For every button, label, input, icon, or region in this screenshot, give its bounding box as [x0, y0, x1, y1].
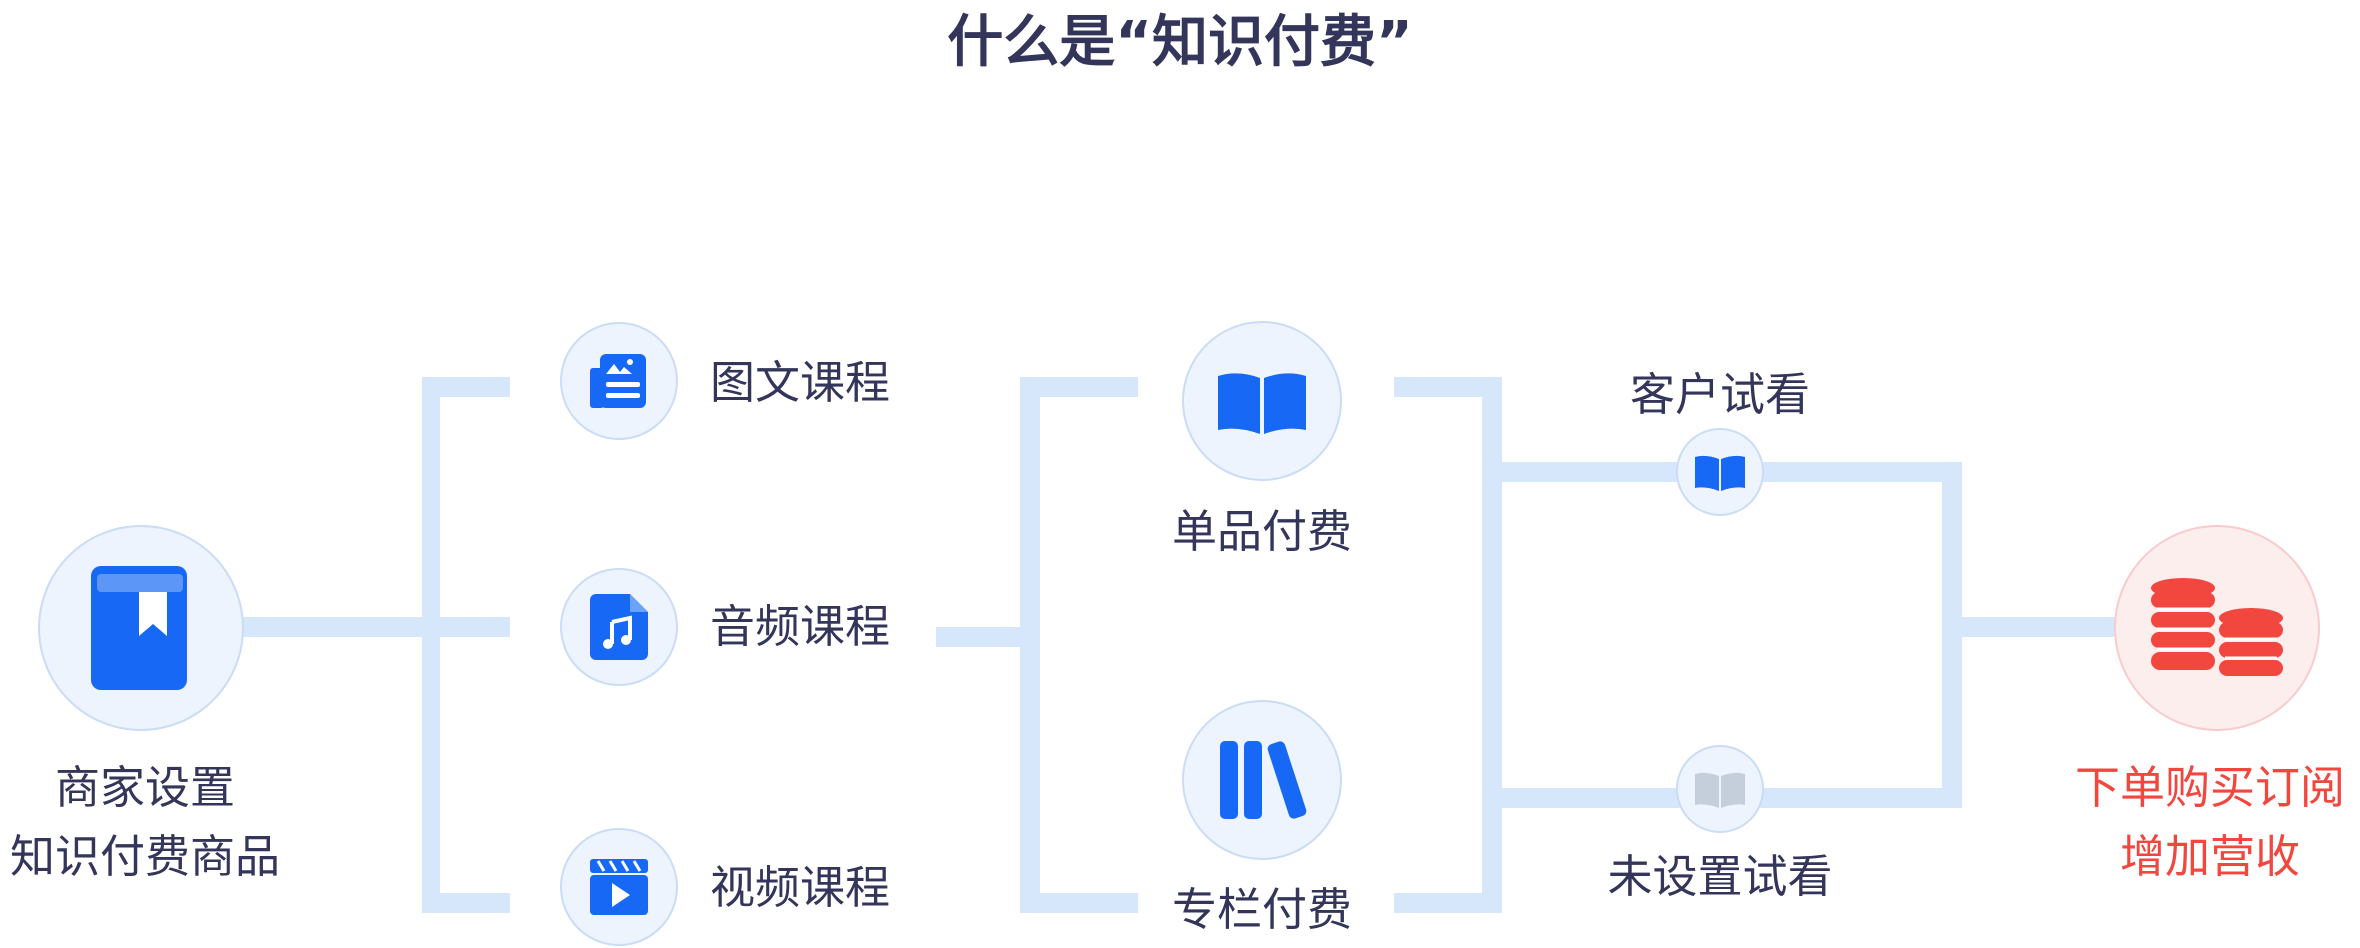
- course-node-audio: [560, 568, 678, 686]
- merchant-node: [38, 525, 244, 731]
- payment-node-column: [1182, 700, 1342, 860]
- merchant-line2: 知识付费商品: [9, 830, 280, 883]
- result-line1: 下单购买订阅: [2074, 761, 2345, 814]
- diagram-title: 什么是“知识付费”: [947, 10, 1413, 75]
- coins-stack-icon: [2151, 578, 2283, 676]
- merchant-line1: 商家设置: [54, 761, 235, 814]
- result-node: [2114, 525, 2320, 731]
- connector: [422, 893, 510, 913]
- result-line2: 增加营收: [2119, 830, 2300, 883]
- image-text-icon: [590, 354, 646, 408]
- connector: [1020, 377, 1138, 397]
- connector: [1482, 377, 1502, 913]
- video-play-icon: [590, 859, 648, 915]
- connector: [1394, 893, 1492, 913]
- course-node-video: [560, 828, 678, 946]
- course-node-image-text: [560, 322, 678, 440]
- book-bookmark-icon: [91, 566, 187, 690]
- course-label-video: 视频课程: [710, 861, 891, 914]
- open-book-icon: [1218, 373, 1306, 434]
- open-book-small-icon: [1695, 455, 1745, 491]
- connector: [1020, 377, 1040, 913]
- trial-label-none: 未设置试看: [1607, 850, 1833, 903]
- open-book-gray-icon: [1695, 772, 1745, 808]
- connector: [240, 617, 510, 637]
- connector: [422, 377, 510, 397]
- payment-label-single: 单品付费: [1171, 505, 1352, 558]
- connector: [1942, 617, 2122, 637]
- books-column-icon: [1220, 741, 1307, 819]
- connector: [936, 627, 1026, 647]
- trial-node-none: [1676, 745, 1764, 833]
- merchant-label: 商家设置 知识付费商品: [0, 758, 290, 887]
- course-label-audio: 音频课程: [710, 600, 891, 653]
- audio-file-icon: [590, 594, 648, 660]
- trial-label-customer: 客户试看: [1629, 368, 1810, 421]
- payment-node-single: [1182, 321, 1342, 481]
- connector: [1020, 893, 1138, 913]
- course-label-image-text: 图文课程: [710, 356, 891, 409]
- connector: [422, 377, 440, 913]
- trial-node-customer: [1676, 428, 1764, 516]
- payment-label-column: 专栏付费: [1171, 883, 1352, 936]
- connector: [1394, 377, 1492, 397]
- result-label: 下单购买订阅 增加营收: [2060, 758, 2360, 887]
